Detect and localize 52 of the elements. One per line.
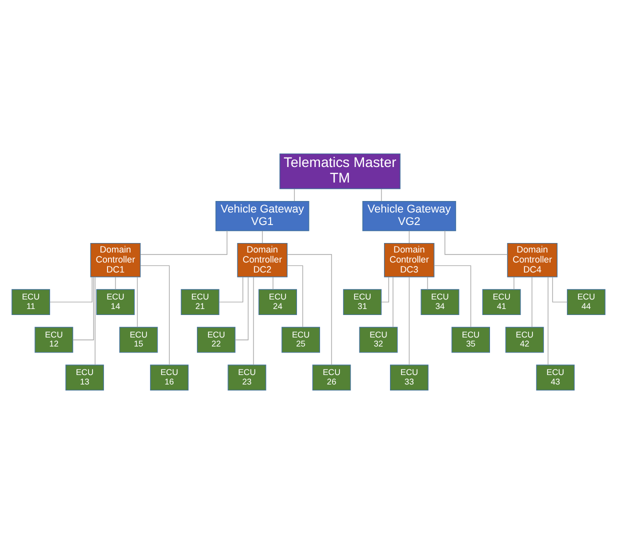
- node-box: ECU 21: [180, 288, 220, 315]
- connector: [381, 276, 390, 302]
- node-box: ECU 32: [359, 326, 398, 352]
- connector: [427, 276, 428, 290]
- connector: [218, 276, 244, 302]
- node-box: ECU 14: [96, 288, 135, 315]
- connector: [434, 264, 472, 327]
- node-box: ECU 16: [150, 364, 189, 390]
- node-box: ECU 23: [228, 364, 266, 390]
- connector: [294, 188, 295, 201]
- node-box: ECU 25: [282, 326, 320, 352]
- connector: [552, 276, 568, 302]
- node-box: Domain Controller DC4: [507, 242, 558, 277]
- node-box: ECU 24: [258, 288, 297, 315]
- connector: [253, 276, 254, 365]
- node-box: ECU 12: [34, 326, 74, 352]
- node-box: ECU 35: [452, 326, 490, 352]
- connector: [408, 230, 410, 243]
- node-box: ECU 34: [420, 288, 460, 315]
- node-box: ECU 26: [312, 364, 351, 390]
- connector: [392, 276, 394, 327]
- connector: [234, 276, 249, 340]
- connector: [94, 276, 96, 365]
- connector: [136, 276, 138, 327]
- node-box: ECU 13: [65, 364, 104, 390]
- node-box: Vehicle Gateway VG1: [215, 200, 310, 231]
- node-box: Telematics Master TM: [279, 152, 400, 189]
- connector: [115, 276, 116, 290]
- connector: [140, 230, 228, 254]
- connector: [262, 230, 263, 243]
- node-box: Domain Controller DC1: [90, 242, 141, 277]
- connector: [286, 254, 332, 365]
- node-box: ECU 41: [482, 288, 521, 315]
- connector: [286, 264, 304, 327]
- connector: [444, 230, 508, 254]
- node-box: ECU 31: [343, 288, 382, 315]
- node-box: ECU 15: [119, 326, 158, 352]
- connector: [381, 188, 382, 201]
- node-box: ECU 42: [505, 326, 544, 352]
- connector: [72, 276, 94, 340]
- node-box: Vehicle Gateway VG2: [362, 200, 456, 231]
- node-box: ECU 43: [536, 364, 575, 390]
- node-box: ECU 22: [196, 326, 236, 352]
- node-box: ECU 44: [566, 288, 606, 315]
- node-box: ECU 33: [390, 364, 428, 390]
- connector: [140, 264, 170, 365]
- connector: [272, 276, 274, 290]
- node-box: Domain Controller DC2: [237, 242, 288, 277]
- connector: [50, 276, 92, 302]
- node-box: ECU 11: [12, 288, 50, 315]
- connector: [408, 276, 410, 365]
- node-box: Domain Controller DC3: [384, 242, 434, 277]
